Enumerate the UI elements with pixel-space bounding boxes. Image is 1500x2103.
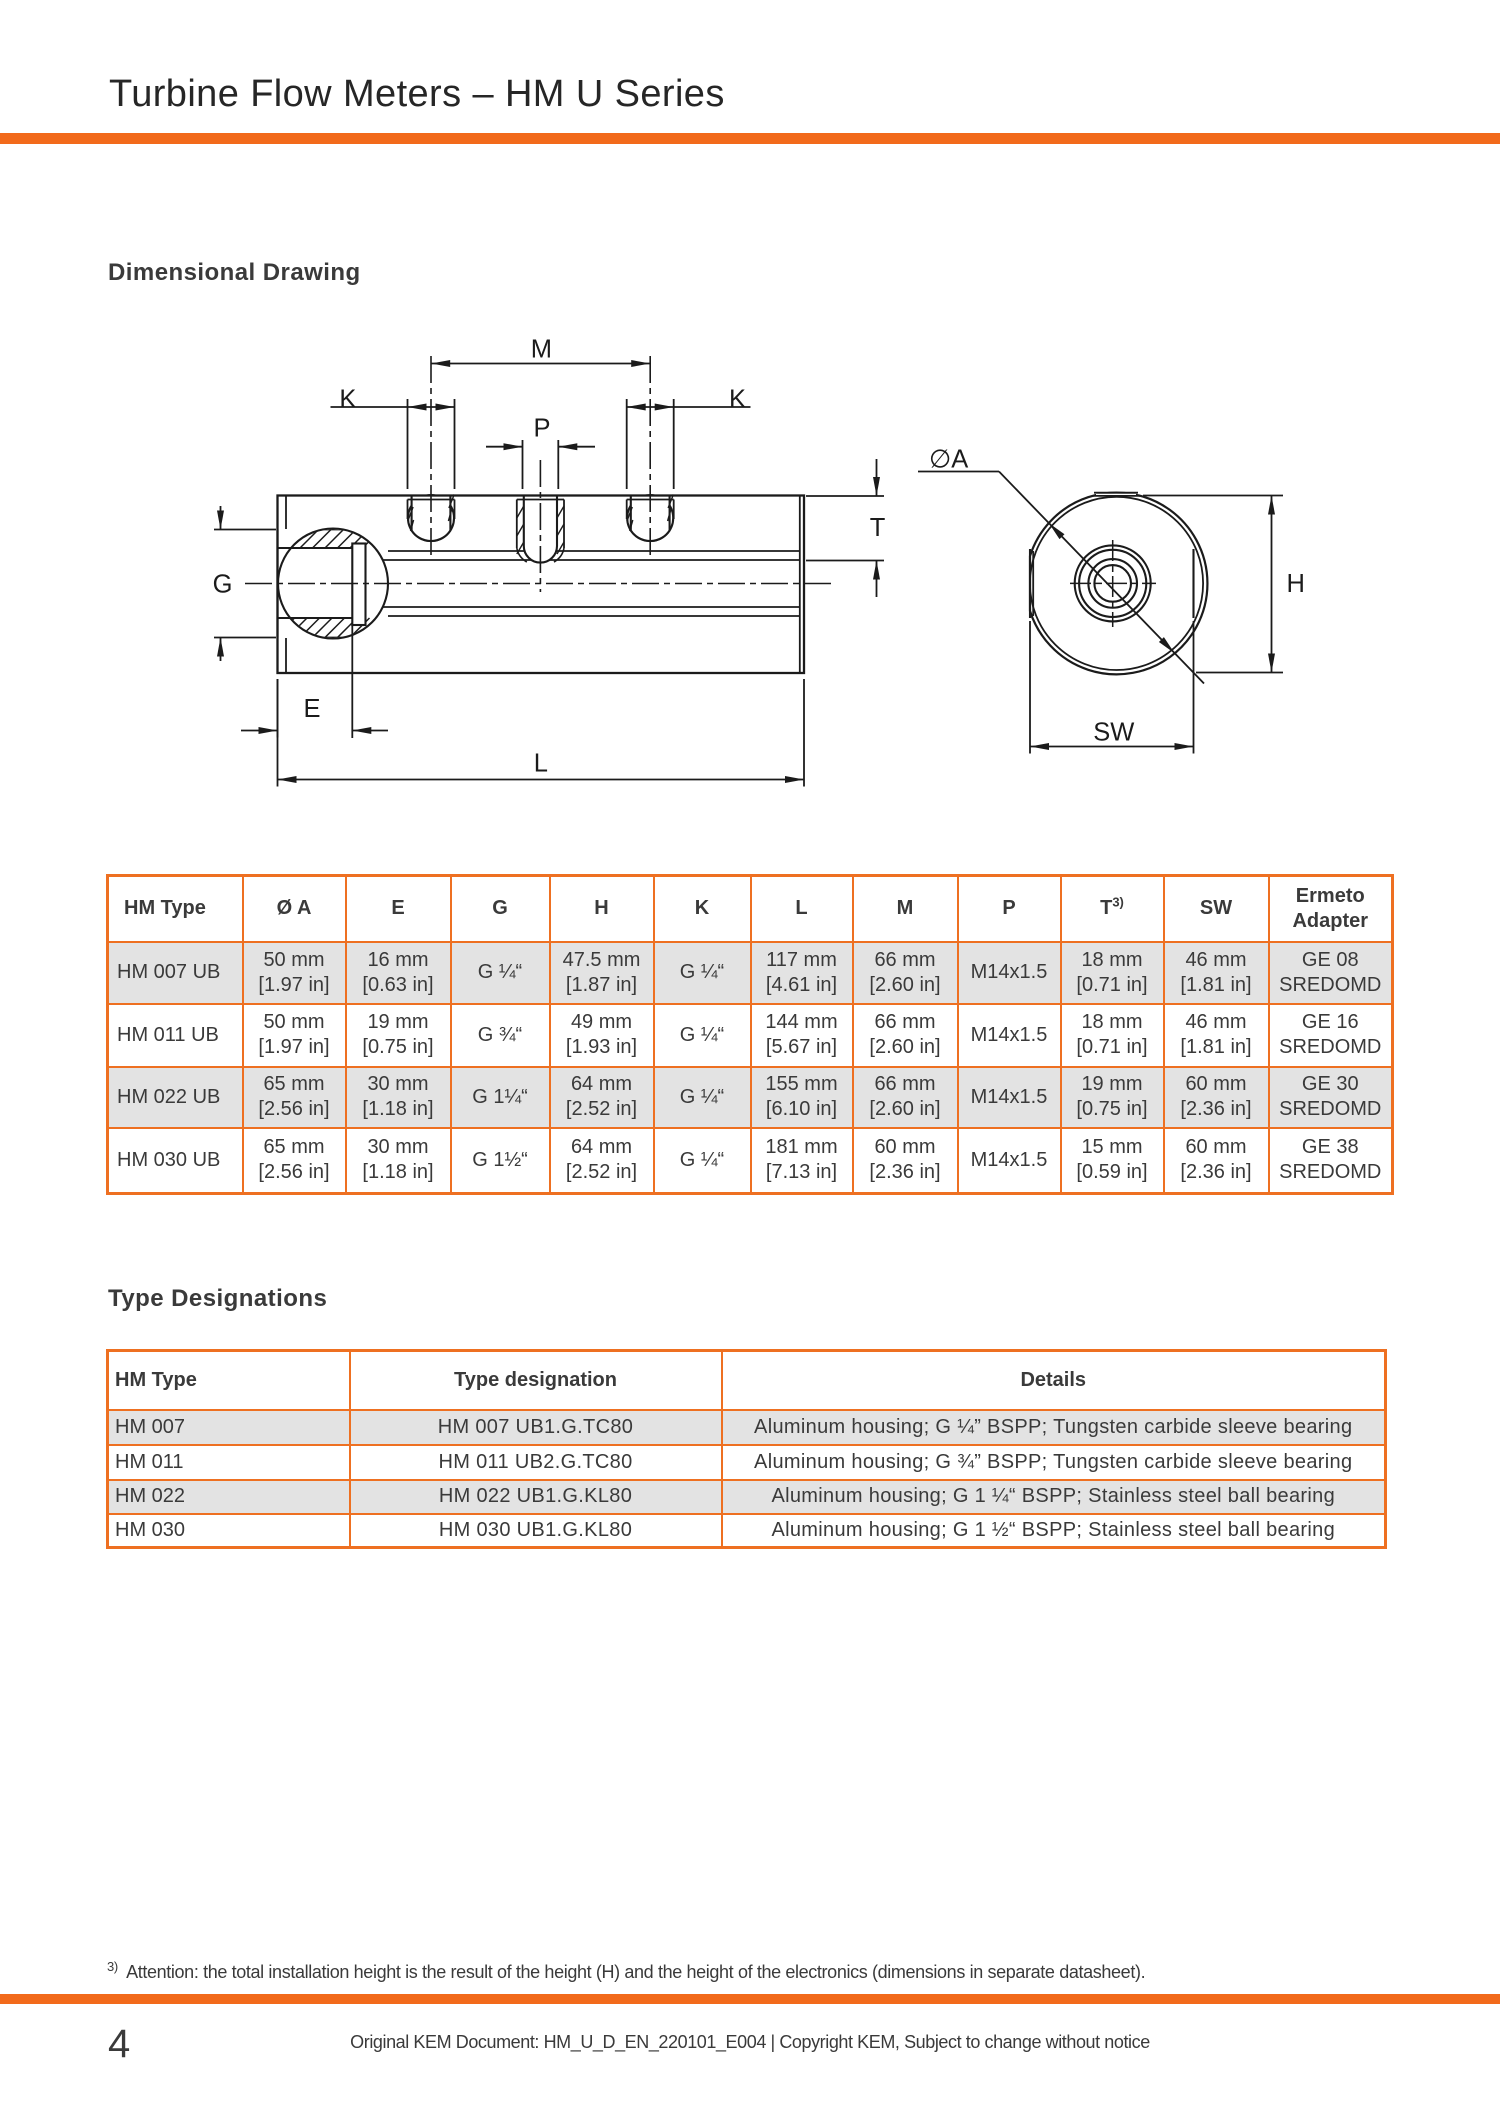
svg-text:P: P	[534, 415, 551, 443]
svg-text:K: K	[729, 386, 746, 414]
svg-text:K: K	[339, 386, 356, 414]
svg-text:G: G	[213, 570, 233, 598]
svg-text:H: H	[1287, 570, 1305, 598]
svg-text:∅A: ∅A	[929, 446, 968, 474]
svg-text:T: T	[870, 514, 886, 542]
svg-text:SW: SW	[1093, 719, 1134, 747]
svg-text:M: M	[531, 336, 552, 364]
svg-text:E: E	[304, 695, 321, 723]
svg-text:L: L	[534, 750, 548, 778]
